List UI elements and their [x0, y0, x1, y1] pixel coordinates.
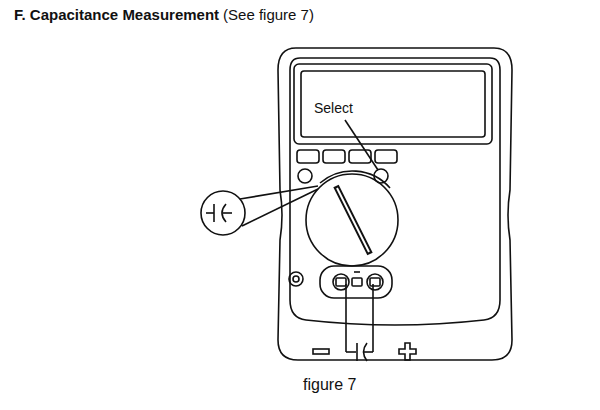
- section-title: F. Capacitance Measurement: [14, 6, 219, 23]
- display-label: Select: [313, 100, 354, 116]
- figure-caption: figure 7: [303, 376, 356, 394]
- figure-reference: (See figure 7): [223, 6, 314, 23]
